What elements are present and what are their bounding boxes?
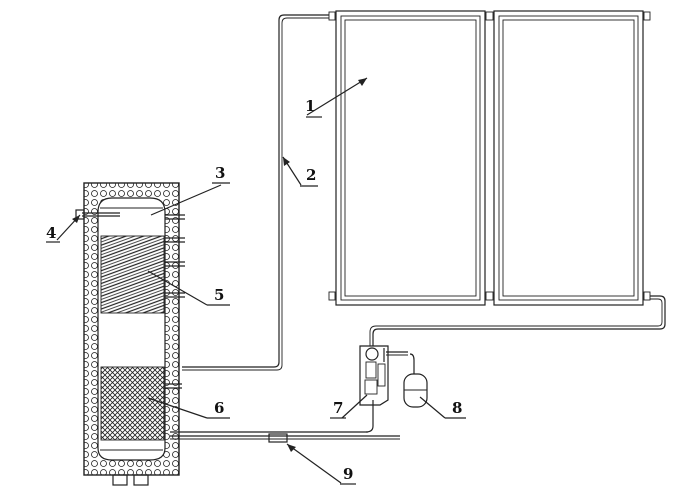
expansion-tank [403, 353, 428, 408]
callout-3: 3 [215, 164, 225, 182]
callout-4: 4 [46, 224, 56, 242]
pump-station [359, 345, 408, 406]
tank-connections [165, 214, 185, 389]
lower-heat-exchanger [100, 366, 165, 441]
solar-collector-right [493, 10, 644, 306]
callout-9: 9 [343, 465, 353, 483]
collector-fittings [328, 11, 651, 301]
callout-8: 8 [452, 399, 462, 417]
callout-2: 2 [306, 166, 316, 184]
flow-meter [268, 433, 288, 443]
callout-1: 1 [305, 97, 315, 115]
solar-collector-left [335, 10, 486, 306]
cold-return-line [170, 400, 400, 440]
hot-supply-pipe [182, 14, 329, 371]
hot-water-outlet [75, 209, 120, 220]
callout-7: 7 [333, 399, 343, 417]
callout-leaders [46, 77, 466, 485]
return-pipe [369, 295, 666, 346]
callout-5: 5 [214, 286, 224, 304]
callout-6: 6 [214, 399, 224, 417]
